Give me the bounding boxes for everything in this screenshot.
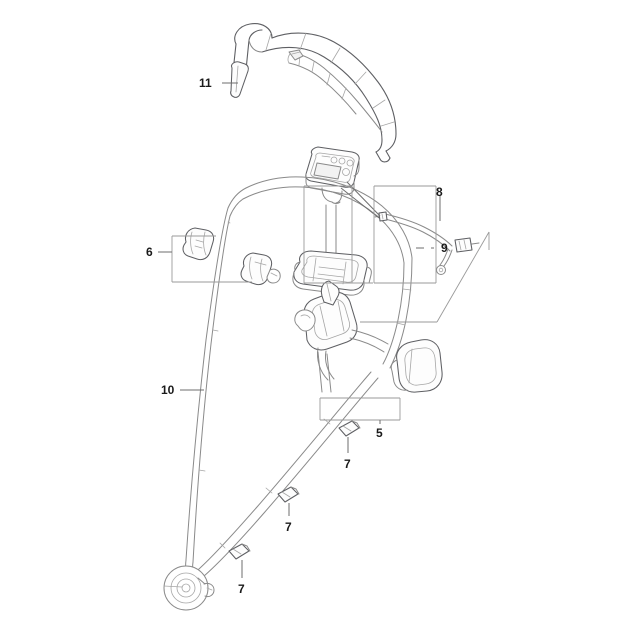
cable-clip-lower	[228, 543, 251, 560]
handle-bar-tube	[185, 176, 413, 579]
internal-leader-lines	[340, 181, 381, 219]
lower-diagonal-cable	[191, 371, 379, 582]
callout-label-11: 11	[199, 76, 212, 90]
throttle-lever-module	[294, 280, 389, 393]
wheel-assembly	[163, 565, 215, 611]
cable-harness	[374, 211, 480, 275]
cable-clip-upper	[338, 420, 361, 437]
knob-clamp-lower	[240, 252, 281, 286]
control-panel-display	[305, 146, 360, 204]
callout-label-6: 6	[146, 245, 153, 259]
cable-clip-middle	[277, 486, 300, 503]
callout-label-9: 9	[441, 241, 448, 255]
grouping-brackets	[171, 185, 490, 421]
callout-label-7-middle: 7	[285, 520, 292, 534]
callout-leaders	[158, 82, 441, 578]
part-11-hook-bracket	[230, 61, 249, 98]
callout-label-8: 8	[436, 185, 443, 199]
callout-label-10: 10	[161, 383, 175, 397]
upper-handle-grip	[232, 23, 397, 163]
right-handle-tube	[382, 257, 413, 369]
right-pad-block	[390, 339, 443, 393]
callout-label-5: 5	[376, 426, 383, 440]
callout-label-7-lower: 7	[238, 582, 245, 596]
knob-clamp-upper	[182, 227, 215, 261]
callout-label-7-upper: 7	[344, 457, 351, 471]
